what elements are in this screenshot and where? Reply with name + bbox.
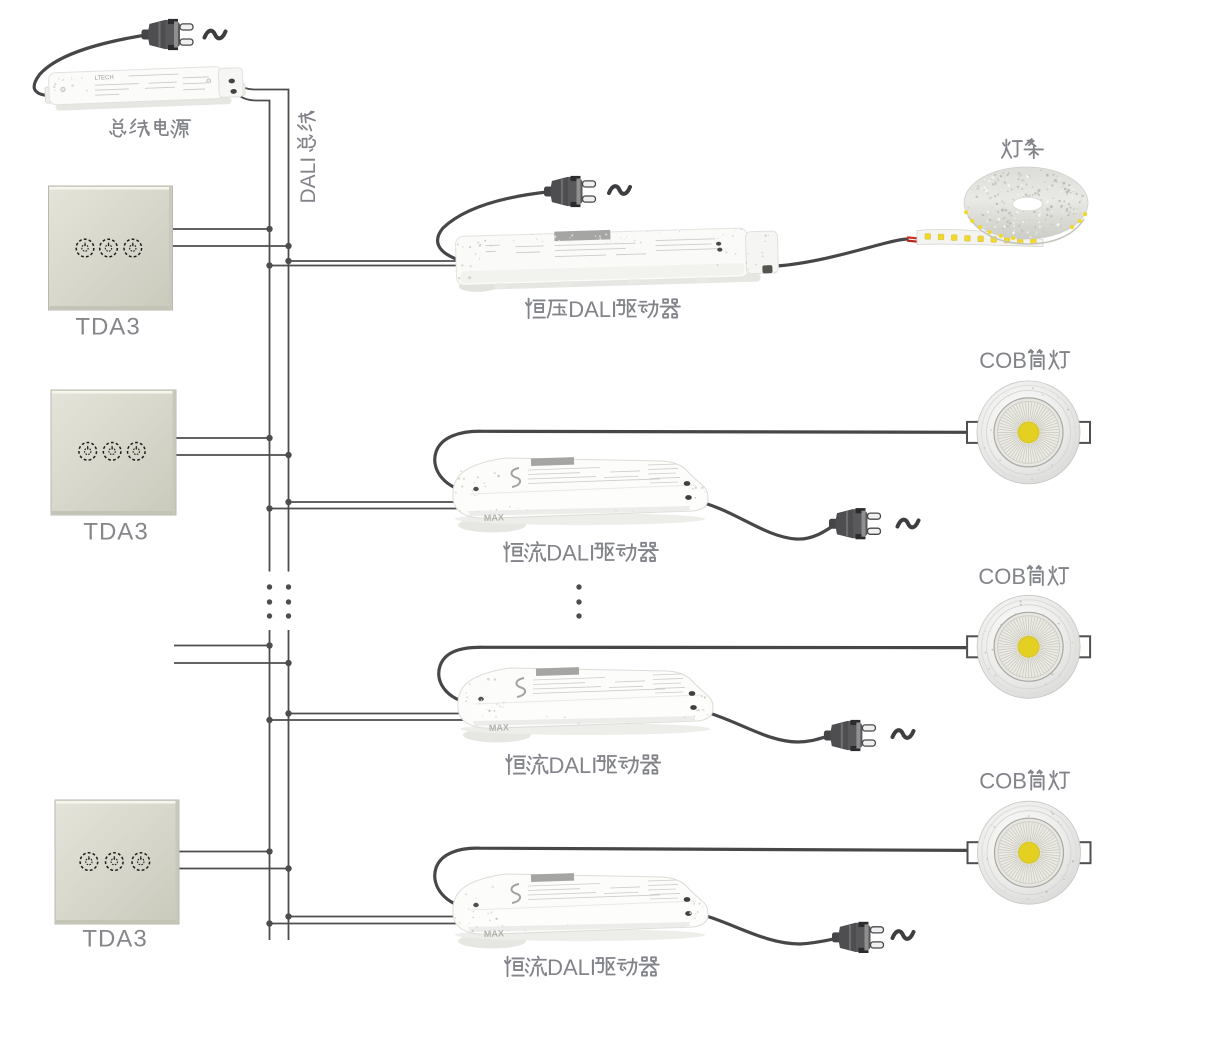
svg-text:DALI: DALI [546, 540, 595, 565]
svg-text:MAX: MAX [484, 512, 504, 523]
svg-text:DALI: DALI [549, 753, 598, 778]
svg-text:DALI: DALI [297, 157, 320, 204]
svg-text:TDA3: TDA3 [82, 926, 147, 953]
svg-text:LTECH: LTECH [94, 75, 113, 82]
svg-text:COB: COB [978, 564, 1026, 589]
svg-text:TDA3: TDA3 [75, 314, 140, 341]
svg-text:MAX: MAX [489, 722, 509, 733]
svg-text:MAX: MAX [484, 928, 504, 939]
svg-text:DALI: DALI [547, 955, 596, 980]
svg-text:DALI: DALI [568, 297, 617, 322]
svg-text:COB: COB [979, 768, 1027, 793]
svg-text:COB: COB [979, 348, 1027, 373]
svg-text:TDA3: TDA3 [83, 519, 148, 546]
